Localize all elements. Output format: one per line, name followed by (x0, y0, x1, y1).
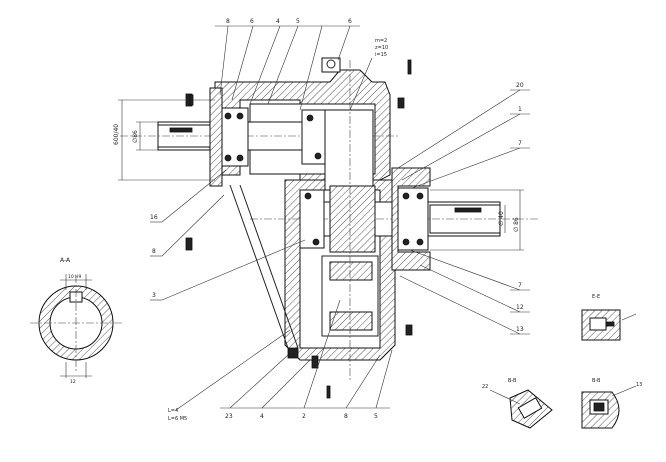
intermediate-gear-cavity (324, 109, 374, 191)
section-a-a-view: A-A 10 H9 12 (30, 257, 122, 385)
balloon-top-1: 8 (226, 18, 230, 25)
balloon-left-2: 8 (152, 248, 156, 255)
section-a-a-dim-top: 10 H9 (68, 274, 82, 280)
detail-e-e-title: E-E (592, 294, 600, 300)
balloon-left-1: 16 (150, 214, 158, 221)
right-cover (391, 167, 431, 271)
detail-b-b-right-view: B-B 13 (581, 378, 642, 429)
gear-note-ratio: i=15 (375, 52, 387, 58)
input-bearing-left (219, 107, 249, 167)
input-bearing-right (301, 109, 327, 165)
balloon-top-4: 5 (296, 18, 300, 25)
bottom-note-line1: L=4 (168, 408, 178, 414)
balloon-top-3: 4 (276, 18, 280, 25)
balloon-right-4: 7 (518, 282, 522, 289)
balloon-right-1: 20 (516, 82, 524, 89)
detail-e-e-view: E-E (581, 294, 637, 341)
output-keyway (454, 207, 482, 213)
balloon-top-6: 6 (348, 18, 352, 25)
detail-22-label: 22 (482, 384, 488, 390)
lower-gear-teeth (329, 261, 373, 281)
output-bearing-left (299, 189, 325, 249)
output-bearing-right (397, 187, 429, 251)
top-bolt-head (326, 59, 336, 69)
balloon-top-2: 6 (250, 18, 254, 25)
support-rib (229, 184, 289, 349)
detail-b-b-left-title: B-B (508, 378, 517, 384)
detail-b-b-right-title: B-B (592, 378, 601, 384)
dim-output-shaft: ∅ 40 (498, 211, 505, 226)
balloon-right-6: 13 (516, 326, 524, 333)
gear-note-teeth: z=10 (375, 45, 388, 51)
balloon-bottom-2: 4 (260, 413, 264, 420)
detail-b-b-left-view: B-B 22 (482, 378, 553, 429)
part-balloons: 8 6 4 5 6 20 1 7 7 12 13 16 8 3 23 4 2 8… (150, 18, 524, 422)
balloon-bottom-1: 23 (225, 413, 233, 420)
dim-output-outer: ∅ 86 (513, 217, 520, 232)
balloon-right-5: 12 (516, 304, 524, 311)
output-gear (329, 185, 376, 253)
gear-note-module: m=2 (375, 38, 387, 44)
input-keyway (169, 127, 193, 133)
bottom-note-line2: L=6 M5 (168, 416, 187, 422)
balloon-bottom-5: 5 (374, 413, 378, 420)
dim-input-outer: 600/40 (113, 124, 120, 145)
gearbox-main-section: 600/40 ∅86 ∅ 86 ∅ 40 m=2 z=10 i=15 (113, 38, 540, 399)
section-a-a-dim-bottom: 12 (70, 379, 76, 385)
detail-13-label: 13 (636, 382, 642, 388)
left-top-cover (209, 87, 223, 187)
balloon-left-3: 3 (152, 292, 156, 299)
balloon-bottom-4: 8 (344, 413, 348, 420)
balloon-bottom-3: 2 (302, 413, 306, 420)
section-a-a-title: A-A (60, 257, 71, 264)
dim-input-shaft: ∅86 (132, 130, 139, 143)
balloon-right-2: 1 (518, 106, 522, 113)
top-bolt (321, 57, 341, 73)
balloon-right-3: 7 (518, 140, 522, 147)
leader-lines (150, 25, 530, 411)
